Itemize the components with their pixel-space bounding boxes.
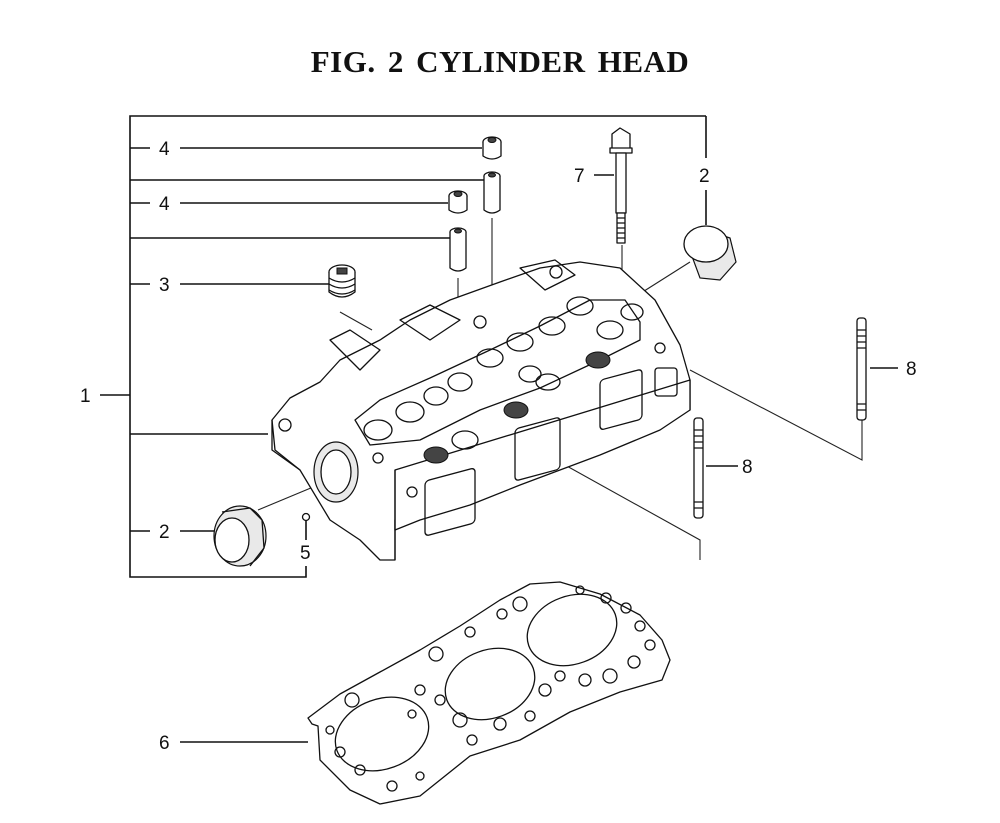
callout-2-bottom: 2: [159, 522, 170, 543]
valve-stem-seal-top: [482, 136, 502, 160]
cup-plug-bottom: [213, 505, 267, 567]
callout-5: 5: [300, 543, 311, 564]
head-bolt: [609, 127, 633, 244]
valve-ports: [363, 265, 666, 498]
stud-mid: [693, 417, 704, 519]
head-gasket: [307, 581, 671, 805]
threaded-plug: [328, 264, 356, 298]
callout-6: 6: [159, 733, 170, 754]
leader-lines: [180, 147, 898, 743]
callout-3: 3: [159, 275, 170, 296]
valve-stem-seal-mid: [448, 190, 468, 214]
valve-guide-top: [483, 171, 501, 214]
callout-8-right: 8: [906, 359, 917, 380]
callout-2-top: 2: [699, 166, 710, 187]
cup-plug-top: [683, 225, 737, 281]
callout-8-mid: 8: [742, 457, 753, 478]
callout-4-top: 4: [159, 139, 170, 160]
valve-guide-mid: [449, 227, 467, 272]
callout-1: 1: [80, 386, 91, 407]
callout-7: 7: [574, 166, 585, 187]
callout-4-mid: 4: [159, 194, 170, 215]
callout-labels: 1 2 2 3 4 4 5 6 7 8 8: [80, 139, 917, 754]
dowel-pin: [301, 512, 311, 522]
stud-right: [856, 317, 867, 421]
figure-title: FIG. 2 CYLINDER HEAD: [310, 44, 690, 79]
cylinder-head-body: [271, 259, 691, 561]
callout-bracket-1: [100, 115, 707, 578]
